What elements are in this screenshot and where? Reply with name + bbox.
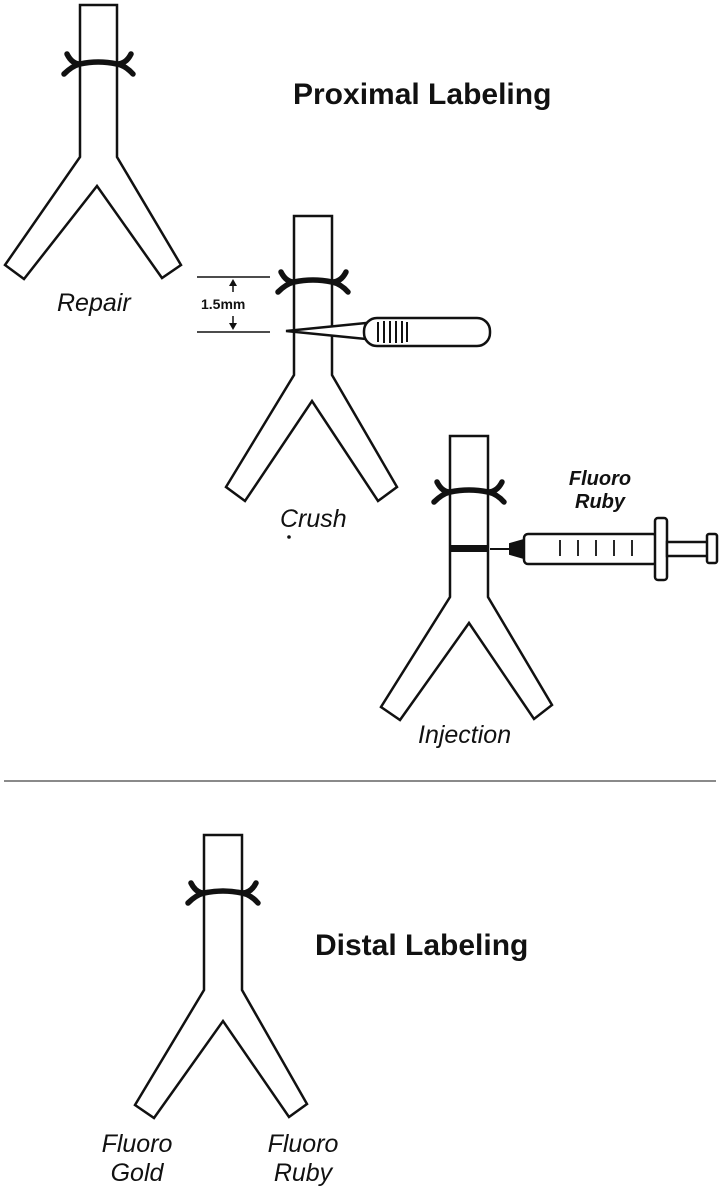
repair-label: Repair (57, 289, 131, 317)
nerve-outline (224, 214, 399, 503)
syringe-flange (653, 516, 669, 582)
forceps-grip (377, 321, 408, 343)
nerve-outline (133, 833, 309, 1120)
branch-label-left-line1: Fluoro (101, 1130, 173, 1158)
forceps-tip (285, 321, 368, 341)
branch-label-right: Fluoro Ruby (258, 1130, 348, 1188)
branch-label-left-line2: Gold (110, 1159, 164, 1187)
suture-icon (431, 479, 507, 505)
suture-icon (61, 51, 136, 77)
nerve-outline (3, 3, 183, 281)
suture-icon (275, 269, 351, 295)
crush-site-band (450, 545, 488, 552)
syringe-hub (509, 538, 525, 560)
syringe-plunger (665, 540, 710, 558)
distal-labeling-title: Distal Labeling (315, 929, 529, 962)
branch-label-left: Fluoro Gold (92, 1130, 182, 1188)
speck (287, 535, 291, 539)
injection-label: Injection (418, 721, 512, 749)
syringe-icon (490, 516, 719, 582)
nerve-repair (3, 3, 183, 281)
measure-label: 1.5mm (201, 296, 246, 312)
crush-label: Crush (280, 505, 347, 533)
forceps-icon (285, 316, 492, 348)
tracer-name-line1: Fluoro (568, 468, 632, 490)
nerve-injection (379, 434, 554, 722)
nerve-outline (379, 434, 554, 722)
syringe-graduations (559, 540, 633, 556)
arrow-up-icon (229, 279, 237, 286)
branch-label-right-line2: Ruby (273, 1159, 333, 1187)
measurement-indicator (197, 276, 270, 333)
syringe-plunger-cap (705, 532, 719, 565)
tracer-label-injection: Fluoro Ruby (565, 468, 635, 514)
tracer-name-line2: Ruby (575, 491, 625, 513)
arrow-down-icon (229, 323, 237, 330)
branch-label-right-line1: Fluoro (267, 1130, 339, 1158)
nerve-crush (224, 214, 399, 503)
nerve-distal (133, 833, 309, 1120)
proximal-labeling-title: Proximal Labeling (293, 78, 552, 111)
syringe-barrel (522, 532, 659, 566)
forceps-handle (362, 316, 492, 348)
suture-icon (185, 880, 261, 906)
